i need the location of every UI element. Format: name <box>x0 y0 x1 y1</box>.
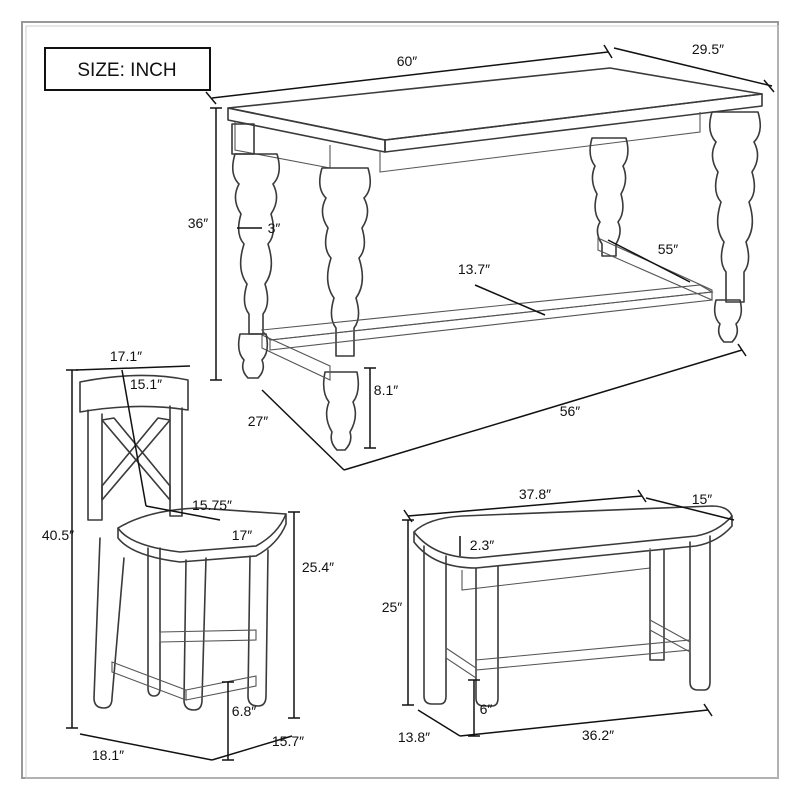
stool-seat-height-label: 25.4″ <box>302 559 334 575</box>
stool-back-width-label: 17.1″ <box>110 348 142 364</box>
bench-height-label: 25″ <box>382 599 403 615</box>
bench-base-length-label: 36.2″ <box>582 727 614 743</box>
bench-top-length-label: 37.8″ <box>519 486 551 502</box>
table-depth-label: 29.5″ <box>692 41 724 57</box>
table-length-label: 60″ <box>397 53 418 69</box>
table-stretcher-height-label: 8.1″ <box>374 382 398 398</box>
bench-drawing <box>413 505 733 707</box>
stool-seat-width-label: 17″ <box>232 527 253 543</box>
bench-footrest-height-label: 6″ <box>480 701 493 717</box>
table-drawing <box>227 67 763 451</box>
page-border <box>21 21 779 779</box>
bench-cushion-thickness-label: 2.3″ <box>470 537 494 553</box>
stool-base-width-label: 18.1″ <box>92 747 124 763</box>
table-leg-right <box>708 111 762 343</box>
table-leg-back-left <box>318 167 372 451</box>
table-leg-width-label: 3″ <box>268 220 281 236</box>
table-leg-back-center <box>589 137 629 257</box>
stool-dimensions: 17.1″ 15.1″ 40.5″ 15.75″ 17″ 25.4″ 6.8″ … <box>42 348 334 763</box>
table-base-depth-label: 27″ <box>248 413 269 429</box>
stool-drawing <box>79 374 287 711</box>
bench-base-depth-label: 13.8″ <box>398 729 430 745</box>
table-stretcher-depth-label: 13.7″ <box>458 261 490 277</box>
size-label: SIZE: INCH <box>77 60 176 81</box>
stool-back-height-label: 15.1″ <box>130 376 162 392</box>
stool-footrest-height-label: 6.8″ <box>232 703 256 719</box>
bench-top-depth-label: 15″ <box>692 491 713 507</box>
table-dimensions: 60″ 29.5″ 36″ 3″ 13.7″ 55″ 8.1″ 27″ 56″ <box>188 41 775 471</box>
stool-base-depth-label: 15.7″ <box>272 733 304 749</box>
stool-height-label: 40.5″ <box>42 527 74 543</box>
size-label-box: SIZE: INCH <box>44 47 211 91</box>
table-stretcher-length-label: 55″ <box>658 241 679 257</box>
bench-dimensions: 37.8″ 15″ 2.3″ 25″ 6″ 13.8″ 36.2″ <box>382 486 735 745</box>
page-border-shadow <box>25 25 779 779</box>
table-base-length-label: 56″ <box>560 403 581 419</box>
stool-seat-depth-label: 15.75″ <box>192 497 232 513</box>
table-height-label: 36″ <box>188 215 209 231</box>
